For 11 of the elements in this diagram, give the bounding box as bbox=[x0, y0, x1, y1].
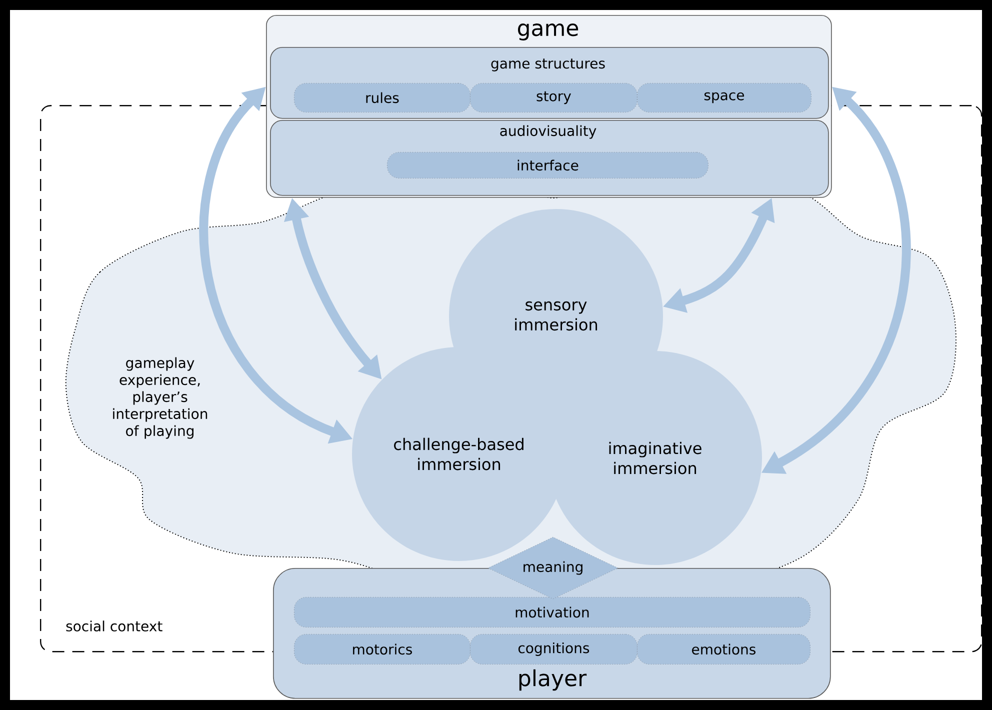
node-label: challenge-based immersion bbox=[394, 438, 524, 470]
rules-pill: rules bbox=[294, 83, 470, 112]
story-pill: story bbox=[470, 83, 638, 112]
space-pill: space bbox=[637, 83, 812, 112]
emotions-pill: emotions bbox=[637, 634, 810, 664]
cognitions-pill: cognitions bbox=[470, 634, 638, 664]
motorics-pill: motorics bbox=[294, 634, 470, 664]
node-label: imaginative immersion bbox=[609, 442, 702, 474]
motivation-pill: motivation bbox=[294, 597, 810, 628]
interface-pill: interface bbox=[387, 152, 708, 178]
node-label: sensory immersion bbox=[515, 301, 598, 331]
